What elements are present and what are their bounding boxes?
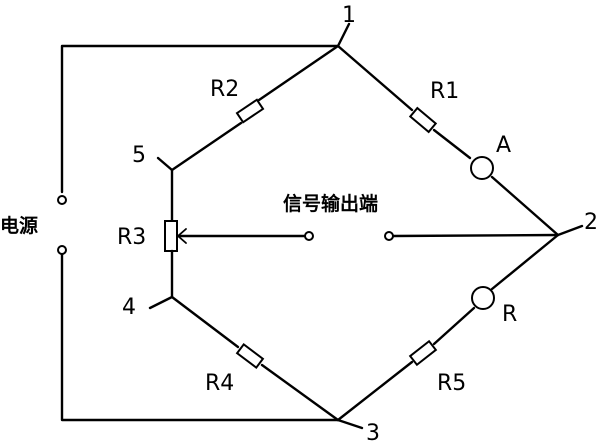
r4-label: R4 <box>205 371 234 396</box>
node-1-label: 1 <box>342 3 356 28</box>
signal-terminal-left <box>304 231 314 241</box>
wire-r2-node5 <box>170 121 243 172</box>
node4-lead <box>148 295 174 310</box>
node-4-label: 4 <box>122 295 136 320</box>
sensor-r <box>471 286 495 310</box>
resistor-r5 <box>408 339 438 367</box>
r5-label: R5 <box>437 371 466 396</box>
wire-sensor-a-node2 <box>490 175 560 237</box>
power-terminal-bottom <box>57 245 67 255</box>
power-terminal-top <box>57 195 67 205</box>
node1-lead <box>336 22 351 48</box>
r2-label: R2 <box>210 77 239 102</box>
signal-output-label: 信号输出端 <box>283 192 378 215</box>
potentiometer-r3 <box>164 220 178 252</box>
resistor-r4 <box>235 342 265 370</box>
resistor-r1 <box>408 106 438 134</box>
wire-node3-r5 <box>336 360 414 422</box>
signal-terminal-right <box>384 231 394 241</box>
node3-lead <box>336 418 364 430</box>
power-label: 电源 <box>0 214 38 237</box>
wire-sensor-r-node2 <box>490 233 560 291</box>
wire-r1-sensor-a <box>432 128 472 160</box>
node-5-label: 5 <box>132 143 146 168</box>
r3-label: R3 <box>117 225 146 250</box>
wire-node1-r2 <box>257 44 340 102</box>
signal-output-wire <box>391 233 560 238</box>
wire-r5-sensor-r <box>432 306 476 346</box>
wiper-arrow-icon <box>176 228 187 244</box>
power-wire-bottom <box>60 253 340 422</box>
power-wire-top <box>60 44 340 194</box>
resistor-r2 <box>235 98 265 124</box>
wire-r4-node3 <box>260 363 340 422</box>
sensor-a-label: A <box>496 133 511 158</box>
node5-lead <box>156 156 174 172</box>
sensor-a <box>470 156 494 180</box>
node2-lead <box>556 224 584 237</box>
r1-label: R1 <box>430 79 459 104</box>
wire-node1-r1 <box>336 44 414 112</box>
node-2-label: 2 <box>584 210 598 235</box>
sensor-r-label: R <box>502 302 517 327</box>
wire-node4-r4 <box>170 295 240 349</box>
node-3-label: 3 <box>366 421 380 442</box>
